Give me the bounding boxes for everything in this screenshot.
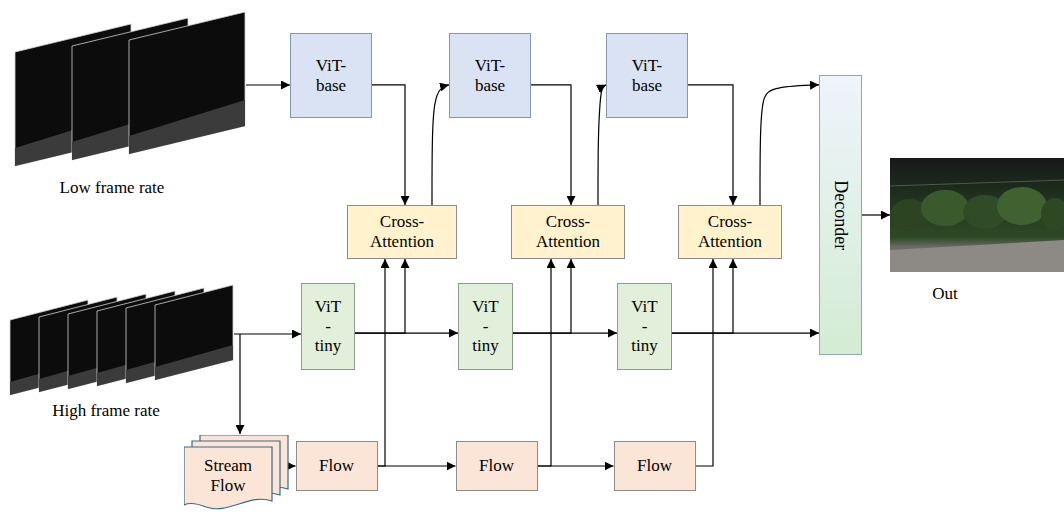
node-label: ViT- base xyxy=(306,56,356,95)
input-arrow xyxy=(246,84,290,85)
connector-arrow xyxy=(378,259,386,466)
attention-block: Cross- Attention xyxy=(347,205,457,259)
connector-arrow xyxy=(355,259,405,333)
video-frames xyxy=(10,285,233,395)
encoder-block: ViT- base xyxy=(290,33,372,118)
connector-arrow xyxy=(513,259,571,333)
video-frame xyxy=(155,285,233,380)
node-label: ViT - tiny xyxy=(312,297,344,356)
input-arrow xyxy=(239,334,240,434)
attention-block: Cross- Attention xyxy=(678,205,782,259)
connector-arrow xyxy=(598,85,606,205)
connector-arrow xyxy=(696,259,714,466)
node-label: ViT - tiny xyxy=(629,297,661,356)
foliage xyxy=(921,190,969,226)
output-photo xyxy=(890,158,1064,272)
encoder-block: ViT- base xyxy=(606,33,688,118)
frame-ground xyxy=(129,100,245,154)
video-frame xyxy=(129,12,245,154)
caption-label: High frame rate xyxy=(52,401,160,421)
encoder-block: ViT- base xyxy=(449,33,531,118)
data-document: Stream Flow xyxy=(183,434,289,512)
connector-arrow xyxy=(432,85,449,205)
node-label: ViT - tiny xyxy=(470,297,502,356)
connector-arrow xyxy=(672,259,733,333)
connector-arrow xyxy=(688,85,733,205)
encoder-block: ViT - tiny xyxy=(458,283,513,370)
encoder-block: ViT - tiny xyxy=(301,283,355,370)
process-box: Flow xyxy=(456,441,538,491)
node-label: Cross- Attention xyxy=(688,212,772,251)
foliage xyxy=(1041,198,1064,230)
connector-arrow xyxy=(760,85,819,205)
connector-arrow xyxy=(531,85,571,205)
node-label: ViT- base xyxy=(622,56,672,95)
fence-rail xyxy=(890,180,1064,186)
node-label: ViT- base xyxy=(465,56,515,95)
node-label: Cross- Attention xyxy=(526,212,610,251)
node-label: Flow xyxy=(620,456,690,476)
connector-arrow xyxy=(378,465,456,466)
connector-arrow xyxy=(372,85,405,205)
connector-arrow xyxy=(538,259,552,466)
node-label: Cross- Attention xyxy=(360,212,444,251)
caption-label: Out xyxy=(932,284,958,304)
process-box: Flow xyxy=(614,441,696,491)
attention-block: Cross- Attention xyxy=(511,205,625,259)
frame-ground xyxy=(155,345,233,380)
encoder-block: ViT - tiny xyxy=(617,283,672,370)
output-image xyxy=(890,158,1064,272)
node-label: Flow xyxy=(302,456,372,476)
foliage xyxy=(997,187,1047,225)
document-sheet xyxy=(184,447,272,509)
input-arrow xyxy=(234,333,301,334)
node-label: Flow xyxy=(462,456,532,476)
output-arrow xyxy=(862,214,890,215)
node-label: Deconder xyxy=(830,180,851,250)
video-frames xyxy=(15,12,245,166)
caption-label: Low frame rate xyxy=(60,178,165,198)
decoder-block: Deconder xyxy=(819,75,862,355)
node-label: Stream Flow xyxy=(198,456,258,495)
pavement xyxy=(890,240,1064,272)
process-box: Flow xyxy=(296,441,378,491)
